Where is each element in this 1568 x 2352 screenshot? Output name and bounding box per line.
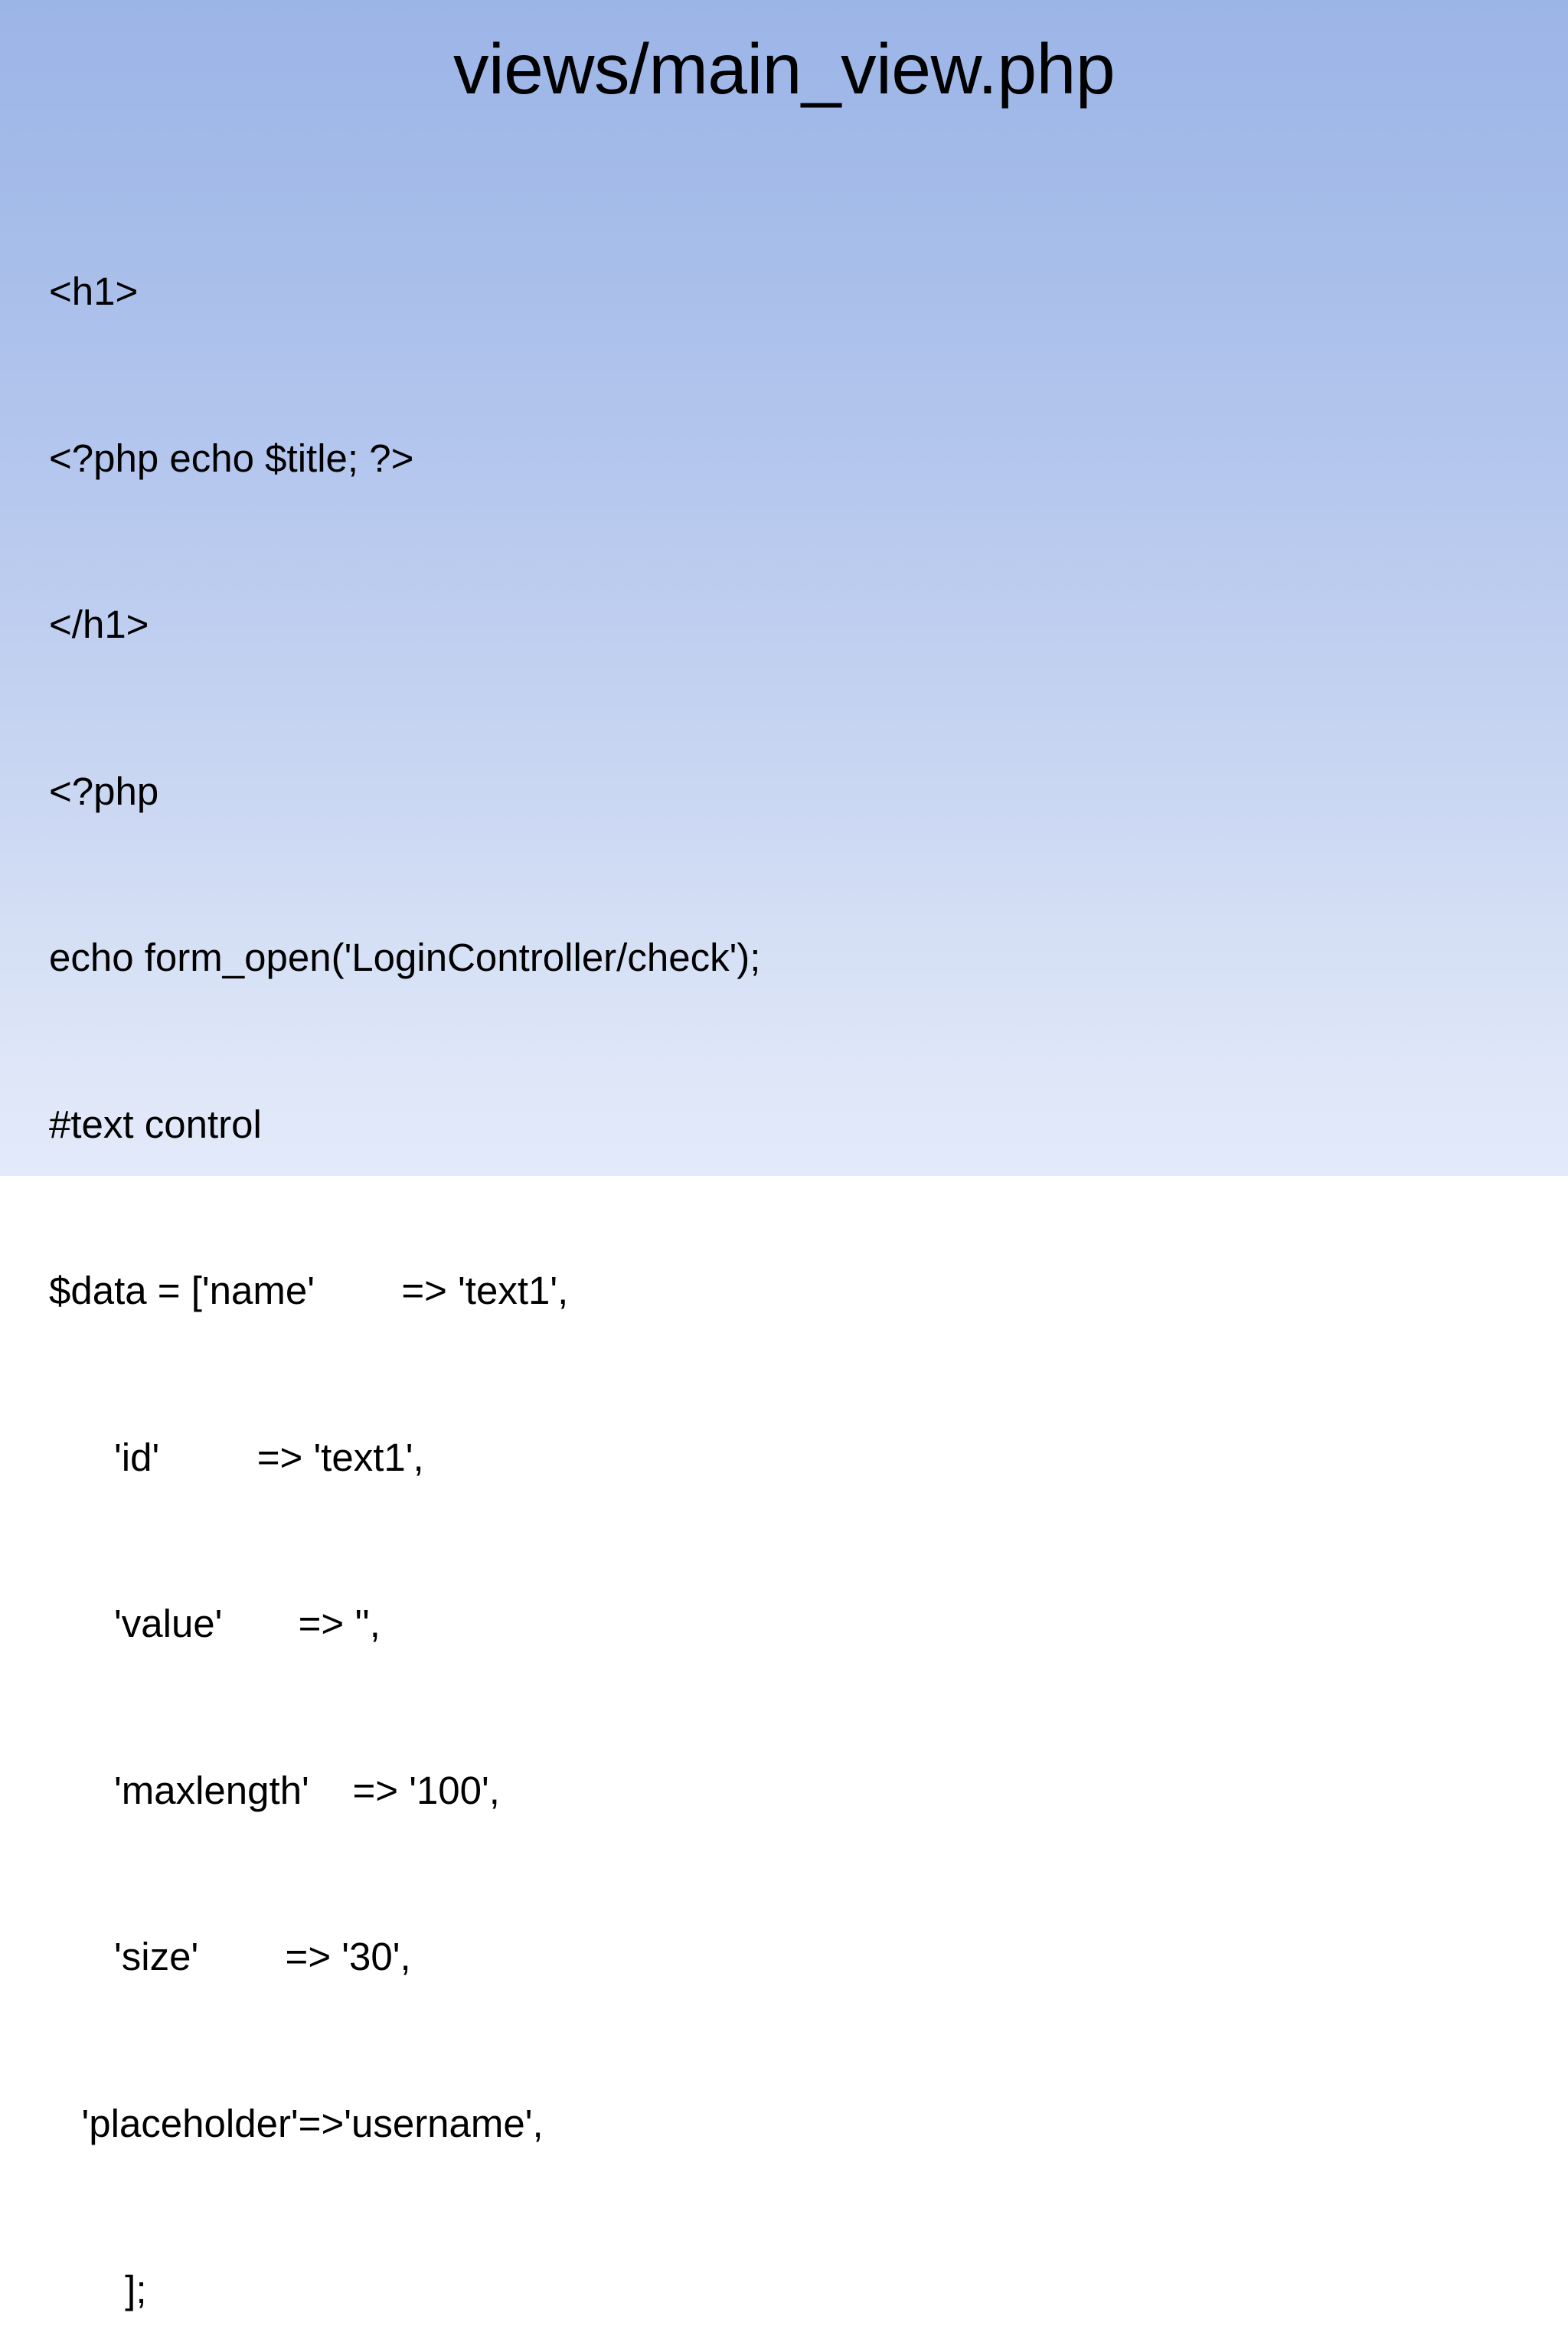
code-line: 'maxlength' => '100', <box>49 1768 500 1812</box>
code-line: 'size' => '30', <box>49 1935 411 1978</box>
code-line: #text control <box>49 1102 262 1146</box>
code-line: </h1> <box>49 603 149 646</box>
code-line: 'id' => 'text1', <box>49 1435 424 1479</box>
code-line: 'placeholder'=>'username', <box>49 2101 544 2145</box>
code-line: <h1> <box>49 270 139 313</box>
code-line: <?php echo $title; ?> <box>49 436 414 480</box>
page-title: views/main_view.php <box>452 29 1116 109</box>
code-line: $data = ['name' => 'text1', <box>49 1269 569 1312</box>
code-line: echo form_open('LoginController/check'); <box>49 936 761 979</box>
code-listing: <h1> <?php echo $title; ?> </h1> <?php e… <box>49 153 1504 2352</box>
code-line: 'value' => '', <box>49 1602 381 1645</box>
code-line: <?php <box>49 769 159 813</box>
code-line: ]; <box>49 2268 147 2311</box>
